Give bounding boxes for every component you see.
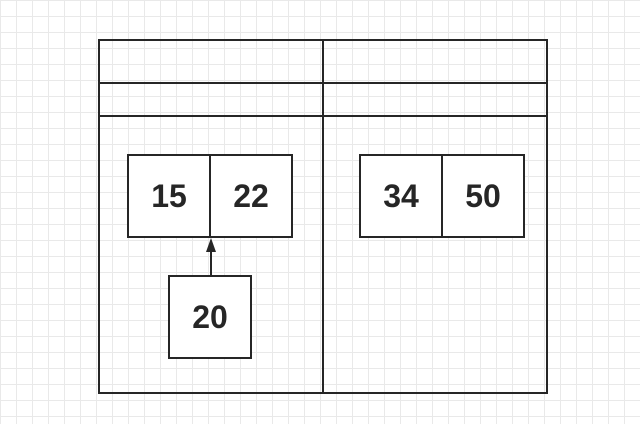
- right-node-key-2: 50: [441, 154, 525, 238]
- inserted-node-key: 20: [168, 275, 252, 359]
- column-divider: [322, 39, 324, 394]
- left-node-key-1: 15: [127, 154, 211, 238]
- right-node-key-1: 34: [359, 154, 443, 238]
- left-node-key-2: 22: [209, 154, 293, 238]
